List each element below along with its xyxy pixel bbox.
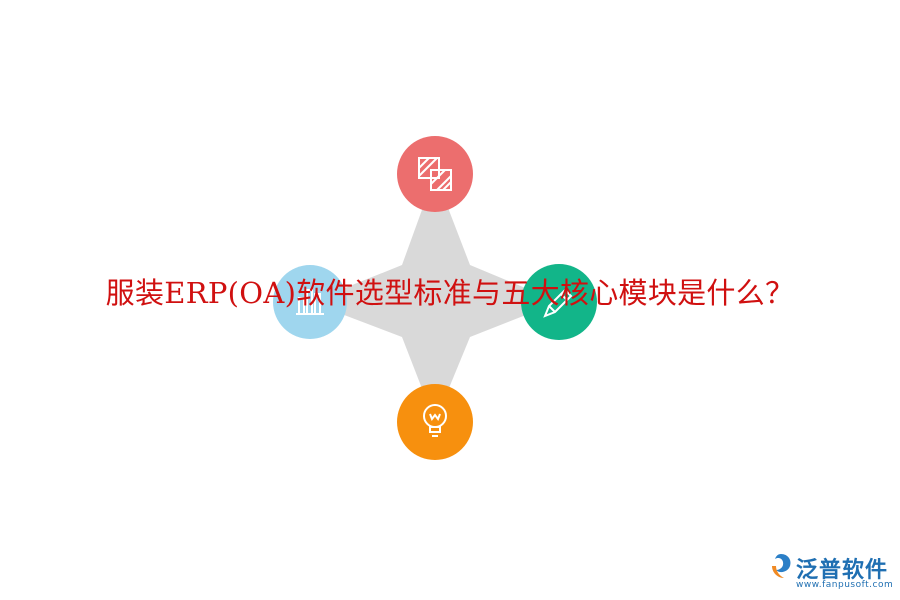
lightbulb-icon (423, 404, 447, 437)
node-left (273, 265, 347, 339)
pen-icon (543, 288, 573, 318)
fanpu-logo[interactable]: 泛普软件 www.fanpusoft.com (766, 550, 896, 596)
bar-chart-icon (296, 289, 324, 315)
brand-name: 泛普软件 (796, 558, 889, 583)
page-title: 服装ERP(OA)软件选型标准与五大核心模块是什么？ (105, 276, 795, 310)
hatched-squares-icon (418, 157, 452, 191)
star-shape (310, 174, 559, 422)
node-right (521, 264, 597, 340)
node-bottom (397, 384, 473, 460)
node-top (397, 136, 473, 212)
fanpu-logo-icon (772, 554, 791, 578)
brand-url: www.fanpusoft.com (796, 580, 894, 590)
